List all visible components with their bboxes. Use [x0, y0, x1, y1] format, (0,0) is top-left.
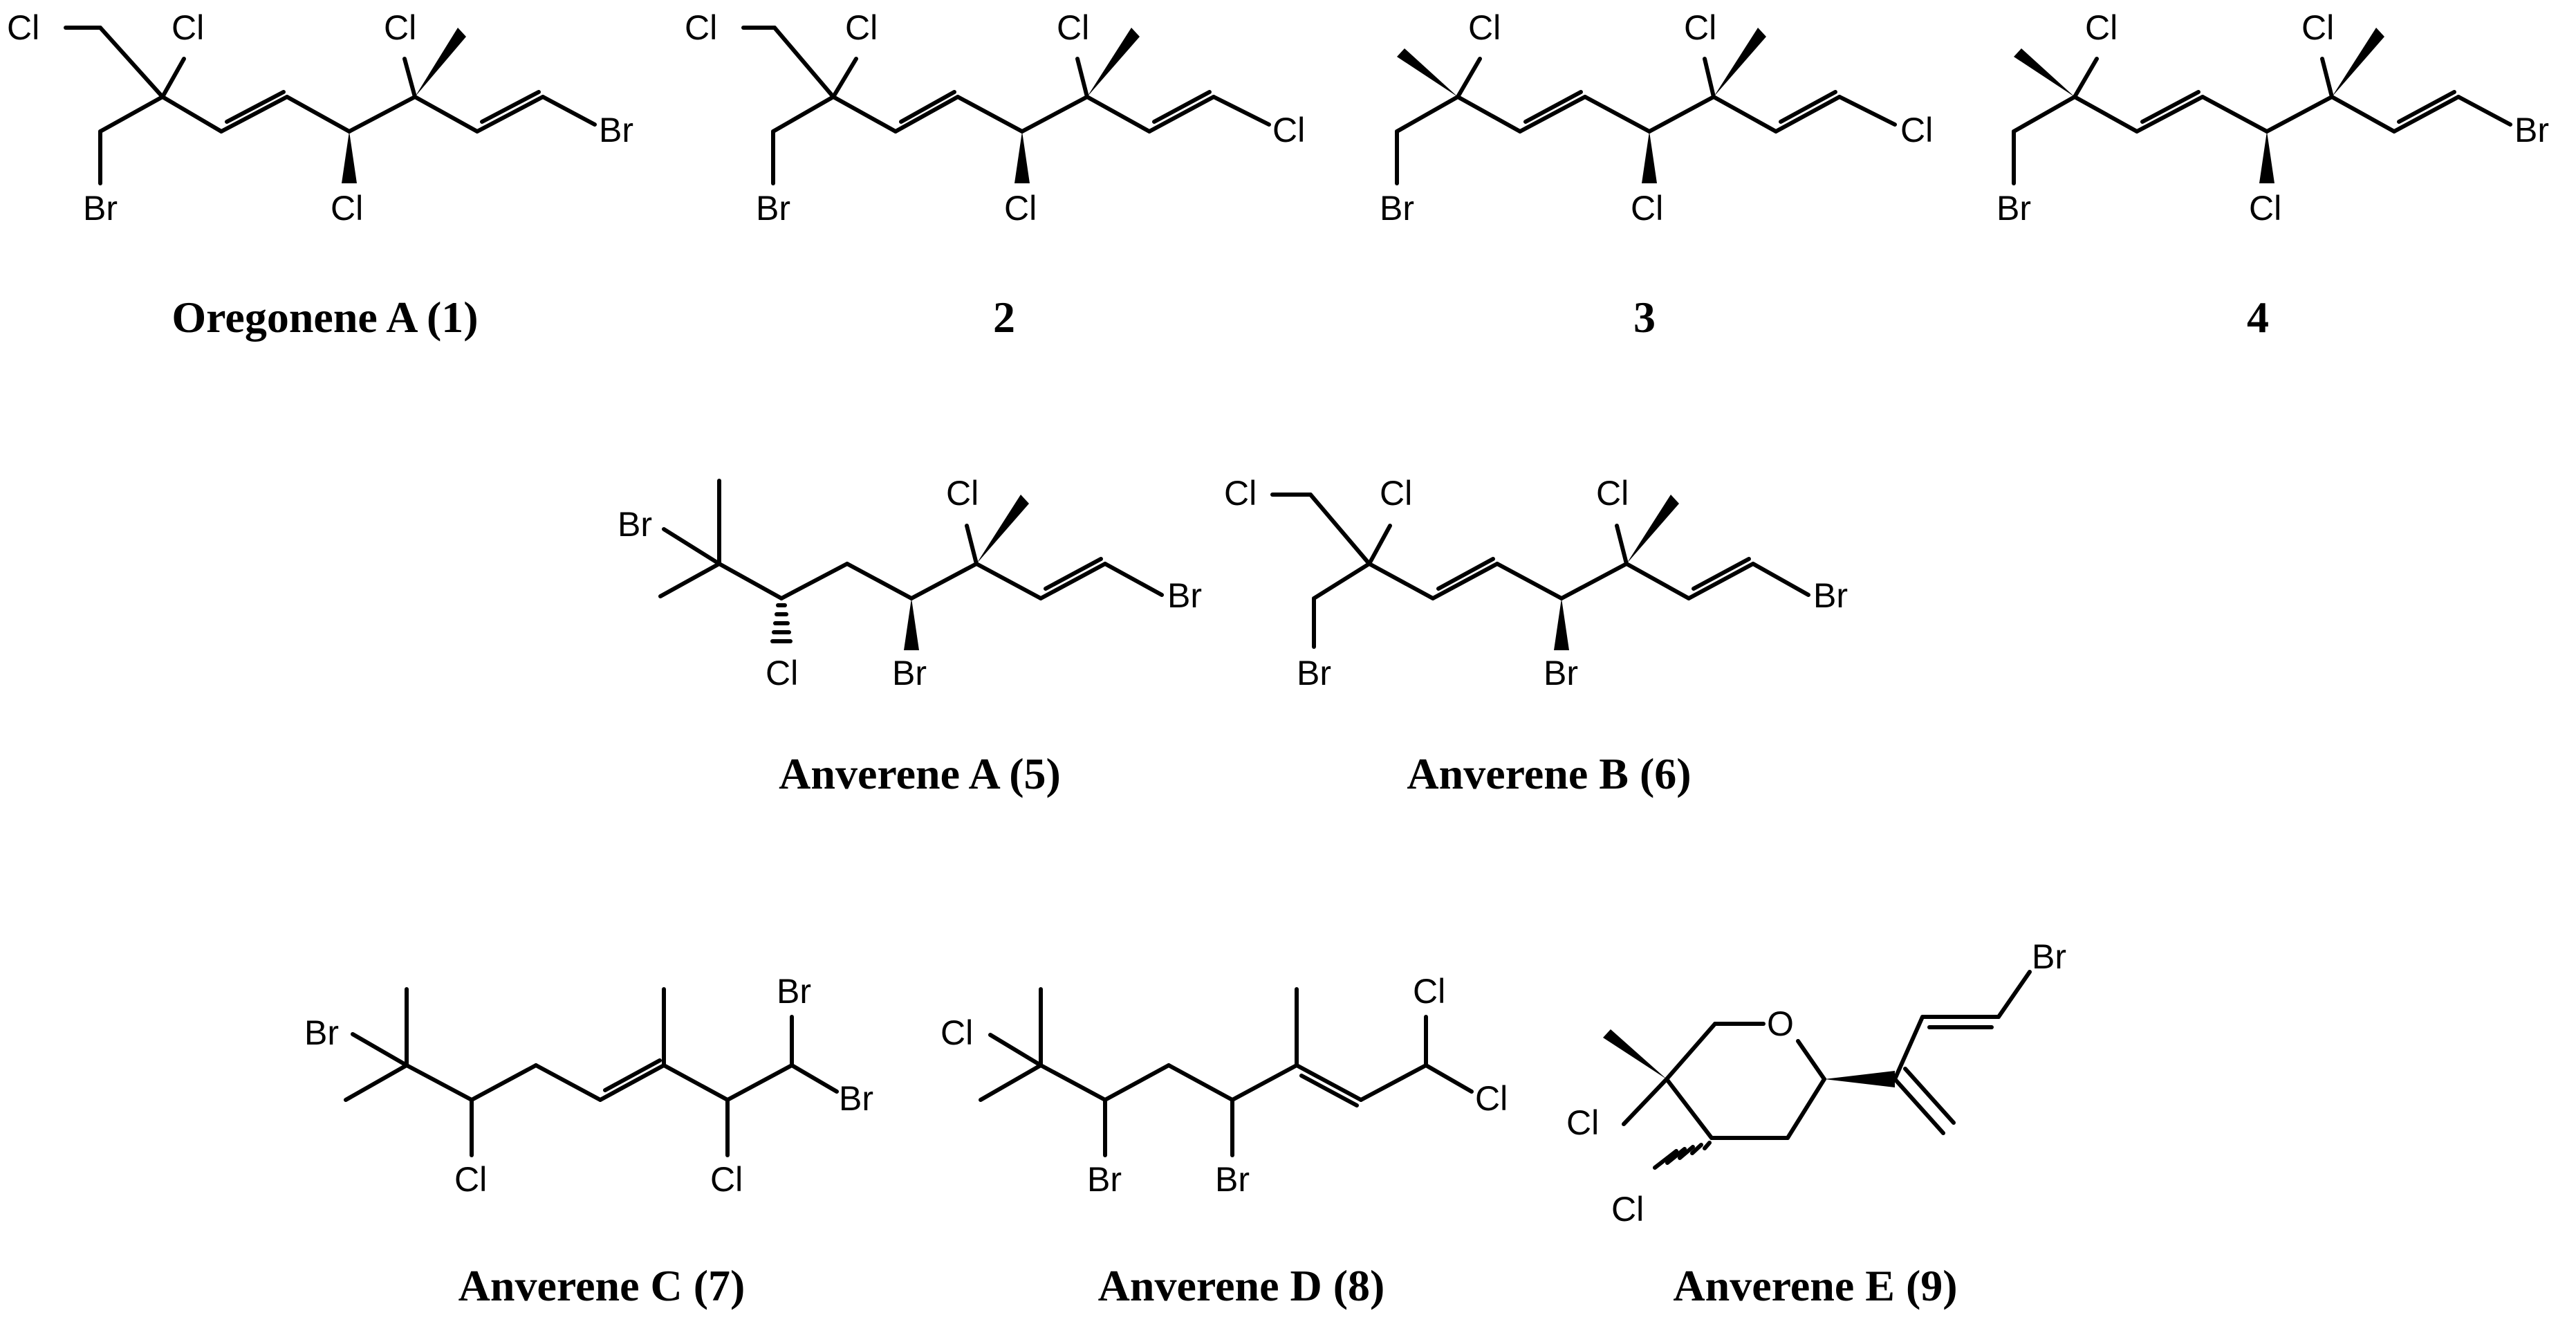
c1-atom-br-1: Br: [83, 189, 118, 228]
c7-atom-br-3: Br: [839, 1079, 873, 1118]
c5-atom-cl-2: Cl: [766, 654, 798, 692]
c1-atom-cl-3: Cl: [384, 8, 416, 47]
c2-atom-cl-2: Cl: [845, 8, 878, 47]
c6-atom-cl-1: Cl: [1224, 474, 1257, 513]
structure-c4: Cl Cl Br Cl Br 4: [1996, 8, 2549, 342]
c1-caption: Oregonene A (1): [172, 293, 478, 342]
c4-atom-cl-1: Cl: [2085, 8, 2118, 47]
c9-caption: Anverene E (9): [1673, 1261, 1957, 1310]
structure-c2: Cl Cl Cl Br Cl Cl 2: [685, 8, 1305, 342]
c2-atom-cl-4: Cl: [1004, 189, 1037, 228]
c3-atom-cl-2: Cl: [1684, 8, 1716, 47]
c6-caption: Anverene B (6): [1407, 749, 1691, 798]
c7-atom-cl-2: Cl: [710, 1160, 743, 1199]
c5-caption: Anverene A (5): [779, 749, 1061, 798]
c3-atom-cl-1: Cl: [1468, 8, 1501, 47]
c7-atom-cl-1: Cl: [454, 1160, 487, 1199]
c4-atom-cl-3: Cl: [2249, 189, 2281, 228]
c7-caption: Anverene C (7): [458, 1261, 745, 1310]
c7-atom-br-1: Br: [304, 1013, 339, 1052]
c6-atom-cl-3: Cl: [1596, 474, 1629, 513]
c9-atom-cl-2: Cl: [1611, 1190, 1644, 1229]
c3-atom-br-1: Br: [1380, 189, 1414, 228]
c8-atom-br-2: Br: [1215, 1160, 1250, 1199]
c5-atom-br-1: Br: [618, 505, 652, 544]
c2-atom-cl-3: Cl: [1057, 8, 1089, 47]
c5-atom-br-2: Br: [892, 654, 927, 692]
c8-caption: Anverene D (8): [1098, 1261, 1385, 1310]
c6-atom-br-1: Br: [1297, 654, 1331, 692]
c9-atom-br: Br: [2032, 937, 2066, 976]
structure-c5: Br Cl Cl Br Br Anverene A (5): [618, 474, 1202, 798]
c8-atom-br-1: Br: [1087, 1160, 1122, 1199]
c3-caption: 3: [1633, 293, 1656, 342]
c2-atom-cl-5: Cl: [1272, 111, 1305, 149]
c3-atom-cl-4: Cl: [1900, 111, 1933, 149]
c8-atom-cl-3: Cl: [1475, 1079, 1508, 1118]
c1-atom-cl-4: Cl: [331, 189, 363, 228]
c4-caption: 4: [2247, 293, 2269, 342]
c5-atom-cl-1: Cl: [946, 474, 979, 513]
structure-c6: Cl Cl Cl Br Br Br Anverene B (6): [1224, 474, 1848, 798]
structure-c3: Cl Cl Br Cl Cl 3: [1380, 8, 1933, 342]
c1-atom-cl-2: Cl: [172, 8, 204, 47]
c2-atom-br-1: Br: [756, 189, 790, 228]
c1-atom-br-2: Br: [599, 111, 633, 149]
structure-c1: Cl Cl Cl Br Cl Br Oregonene A (1): [7, 8, 633, 342]
structure-c9: O Br Cl Cl Anverene E (9): [1566, 937, 2066, 1310]
c6-atom-cl-2: Cl: [1380, 474, 1412, 513]
structure-c8: Cl Br Br Cl Cl Anverene D (8): [940, 972, 1508, 1310]
c6-atom-br-3: Br: [1813, 576, 1848, 615]
c4-atom-br-1: Br: [1996, 189, 2031, 228]
structure-c7: Br Cl Br Br Cl Anverene C (7): [304, 972, 873, 1310]
c4-atom-br-2: Br: [2514, 111, 2549, 149]
c2-caption: 2: [993, 293, 1015, 342]
c9-atom-o: O: [1767, 1004, 1794, 1043]
c6-atom-br-2: Br: [1544, 654, 1578, 692]
c3-atom-cl-3: Cl: [1631, 189, 1663, 228]
c8-atom-cl-2: Cl: [1413, 972, 1445, 1011]
c8-atom-cl-1: Cl: [940, 1013, 973, 1052]
c1-atom-cl-1: Cl: [7, 8, 39, 47]
c7-atom-br-2: Br: [777, 972, 811, 1011]
c5-atom-br-3: Br: [1167, 576, 1202, 615]
c4-atom-cl-2: Cl: [2301, 8, 2334, 47]
c2-atom-cl-1: Cl: [685, 8, 717, 47]
c9-atom-cl-1: Cl: [1566, 1103, 1599, 1142]
